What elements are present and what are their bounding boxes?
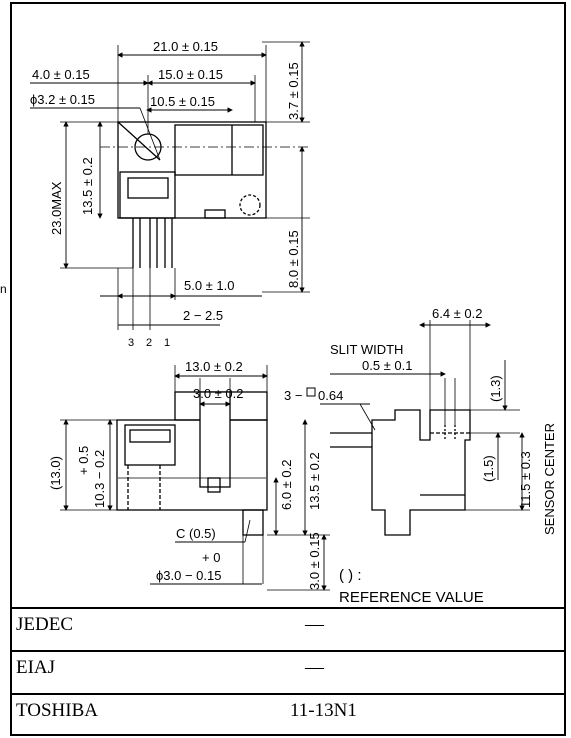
top-body-outline <box>117 121 267 219</box>
drawing-frame <box>10 2 566 736</box>
square-lead-icon <box>306 387 316 397</box>
dim-hole-diameter: ϕ3.2 ± 0.15 <box>30 92 95 107</box>
side-view <box>320 320 530 536</box>
dim-front-gap: 3.0 ± 0.2 <box>193 386 244 401</box>
dim-ref-height: (13.0) <box>48 456 63 490</box>
dim-lead-size: 0.64 <box>318 388 343 403</box>
side-view-labels: 6.4 ± 0.2 SLIT WIDTH 0.5 ± 0.1 3 − 0.64 … <box>284 306 557 535</box>
row-value-jedec: — <box>305 614 324 635</box>
row-value-toshiba: 11-13N1 <box>290 700 357 721</box>
top-slot-block <box>174 124 264 176</box>
dim-front-width: 13.0 ± 0.2 <box>185 359 243 374</box>
dim-inner-span: 10.5 ± 0.15 <box>150 94 215 109</box>
legend-symbol: ( ) : <box>339 567 362 584</box>
pin-number-2: 2 <box>146 337 152 349</box>
dim-height-left: 13.5 ± 0.2 <box>80 157 95 215</box>
dim-max-height: 23.0MAX <box>49 181 64 235</box>
row-label-eiaj: EIAJ <box>16 657 56 678</box>
row-label-toshiba: TOSHIBA <box>16 700 98 721</box>
dim-tol-upper: + 0.5 <box>76 446 91 475</box>
dim-right-bottom: 8.0 ± 0.15 <box>286 230 301 288</box>
dim-slit-width: 0.5 ± 0.1 <box>362 358 413 373</box>
row-value-eiaj: — <box>305 657 324 678</box>
dim-hole-offset: 4.0 ± 0.15 <box>32 67 90 82</box>
dim-right-top: 3.7 ± 0.15 <box>286 62 301 120</box>
dim-body-height: 13.5 ± 0.2 <box>307 452 322 510</box>
dim-ref-mid: (1.5) <box>481 455 496 482</box>
sensor-mark <box>239 194 261 216</box>
dim-slot-span: 15.0 ± 0.15 <box>158 67 223 82</box>
side-body-outline <box>371 409 471 536</box>
front-pin <box>242 509 264 536</box>
pin-number-3: 3 <box>128 337 134 349</box>
legend-text: REFERENCE VALUE <box>339 589 484 606</box>
pin-number-1: 1 <box>164 337 170 349</box>
slit-width-label: SLIT WIDTH <box>330 342 403 357</box>
row-label-jedec: JEDEC <box>16 614 73 635</box>
table-row-eiaj: EIAJ — <box>10 650 566 693</box>
dim-overall-width: 21.0 ± 0.15 <box>153 39 218 54</box>
dim-tol-lower: 10.3 − 0.2 <box>92 450 107 508</box>
table-row-toshiba: TOSHIBA 11-13N1 <box>10 693 566 736</box>
dim-pin-length: 3.0 ± 0.15 <box>307 532 322 590</box>
dim-slot-depth: 6.4 ± 0.2 <box>432 306 483 321</box>
dim-lead-spacing: 5.0 ± 1.0 <box>184 278 235 293</box>
front-connector <box>124 424 176 466</box>
top-view <box>30 41 310 330</box>
stray-mark: n <box>0 282 7 296</box>
top-connector <box>119 171 176 219</box>
dim-sensor-height: 11.5 ± 0.3 <box>518 451 533 508</box>
dim-ref-top: (1.3) <box>488 375 503 402</box>
dim-pin-diameter: ϕ3.0 − 0.15 <box>156 568 221 583</box>
dim-lead-pitch: 2 − 2.5 <box>183 308 223 323</box>
table-row-jedec: JEDEC — <box>10 607 566 650</box>
sensor-center-label: SENSOR CENTER <box>542 423 557 535</box>
front-view-labels: 13.0 ± 0.2 3.0 ± 0.2 (13.0) + 0.5 10.3 −… <box>48 359 322 590</box>
top-view-labels: 21.0 ± 0.15 4.0 ± 0.15 15.0 ± 0.15 ϕ3.2 … <box>30 39 301 349</box>
dim-lead-count: 3 − <box>284 388 302 403</box>
dim-lead-height: 6.0 ± 0.2 <box>279 459 294 510</box>
dim-chamfer: C (0.5) <box>176 526 216 541</box>
dim-pin-tol: + 0 <box>202 550 220 565</box>
package-drawing: 21.0 ± 0.15 4.0 ± 0.15 15.0 ± 0.15 ϕ3.2 … <box>30 39 557 606</box>
front-view <box>60 365 330 591</box>
